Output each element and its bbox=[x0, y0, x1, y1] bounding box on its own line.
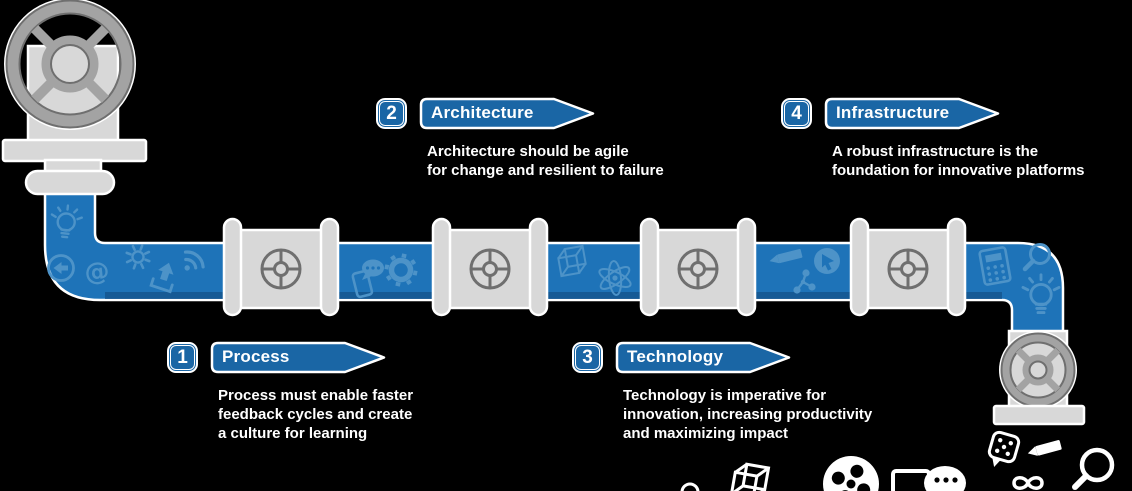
pipe-shading bbox=[105, 292, 1002, 299]
stage-number: 3 bbox=[582, 346, 593, 368]
stage-description-line: feedback cycles and create bbox=[218, 406, 413, 423]
gear-icon bbox=[384, 253, 418, 287]
stage-description-line: and maximizing impact bbox=[623, 425, 789, 442]
pipe-coupling bbox=[849, 217, 967, 317]
stage-description-line: innovation, increasing productivity bbox=[623, 406, 873, 423]
stage-process: 1 Process Process must enable faster fee… bbox=[167, 341, 487, 472]
stage-description-line: for change and resilient to failure bbox=[427, 162, 664, 179]
inlet-valve bbox=[1, 0, 148, 196]
banner-arrow bbox=[210, 341, 386, 374]
stage-infrastructure: 4 Infrastructure A robust infrastructure… bbox=[781, 97, 1101, 228]
magnifier-icon bbox=[1022, 243, 1051, 272]
partial-circle-icon bbox=[680, 482, 700, 491]
film-reel-icon bbox=[823, 456, 879, 491]
stage-description: Process must enable faster feedback cycl… bbox=[218, 386, 413, 443]
stage-number-badge: 1 bbox=[167, 342, 198, 373]
stage-number: 2 bbox=[386, 102, 397, 124]
stage-label: Infrastructure bbox=[836, 103, 950, 122]
stage-label: Architecture bbox=[431, 103, 534, 122]
white-cube-icon bbox=[729, 462, 771, 491]
white-pencil-icon bbox=[1027, 440, 1062, 456]
stage-description-line: Process must enable faster bbox=[218, 387, 414, 404]
wifi-icon bbox=[183, 250, 205, 271]
outlet-valve bbox=[992, 329, 1086, 426]
stage-description-line: foundation for innovative platforms bbox=[832, 162, 1085, 179]
banner-arrow bbox=[615, 341, 791, 374]
stage-description: A robust infrastructure is the foundatio… bbox=[832, 142, 1085, 180]
stage-description: Technology is imperative for innovation,… bbox=[623, 386, 872, 443]
stage-number: 4 bbox=[791, 102, 802, 124]
stage-description-line: Technology is imperative for bbox=[623, 387, 827, 404]
chat-phone-icon bbox=[351, 259, 384, 299]
upload-arrow-icon bbox=[149, 262, 174, 294]
molecule-icon bbox=[793, 269, 816, 294]
stage-banner: Infrastructure bbox=[823, 97, 1001, 130]
stage-technology: 3 Technology Technology is imperative fo… bbox=[572, 341, 892, 472]
cursor-circle-icon bbox=[814, 248, 840, 274]
atom-icon bbox=[598, 260, 632, 296]
white-magnifier-icon bbox=[1072, 447, 1115, 490]
pipe-coupling bbox=[222, 217, 340, 317]
dice-icon bbox=[987, 430, 1021, 468]
stage-description-line: A robust infrastructure is the bbox=[832, 143, 1039, 160]
stage-number: 1 bbox=[177, 346, 188, 368]
pipe-coupling bbox=[431, 217, 549, 317]
at-sign-icon: @ bbox=[83, 256, 111, 287]
back-arrow-icon bbox=[47, 254, 75, 282]
banner-arrow bbox=[824, 97, 1000, 130]
calculator-icon bbox=[978, 246, 1012, 286]
cube-icon bbox=[557, 244, 587, 278]
gear-burst-icon bbox=[125, 244, 151, 270]
stage-banner: Architecture bbox=[418, 97, 596, 130]
banner-arrow bbox=[419, 97, 595, 130]
infinity-icon bbox=[1012, 476, 1044, 490]
inlet-valve-wheel bbox=[4, 0, 136, 130]
stage-architecture: 2 Architecture Architecture should be ag… bbox=[376, 97, 696, 228]
stage-description-line: a culture for learning bbox=[218, 425, 368, 442]
stage-label: Process bbox=[222, 347, 290, 366]
stage-number-badge: 4 bbox=[781, 98, 812, 129]
stage-description-line: Architecture should be agile bbox=[427, 143, 629, 160]
stage-banner: Technology bbox=[614, 341, 792, 374]
stage-number-badge: 2 bbox=[376, 98, 407, 129]
pencil-icon bbox=[769, 248, 803, 264]
pipe-coupling bbox=[639, 217, 757, 317]
stage-banner: Process bbox=[209, 341, 387, 374]
stage-label: Technology bbox=[627, 347, 724, 366]
stage-description: Architecture should be agile for change … bbox=[427, 142, 664, 180]
laptop-chat-icon bbox=[891, 466, 966, 491]
stage-number-badge: 3 bbox=[572, 342, 603, 373]
